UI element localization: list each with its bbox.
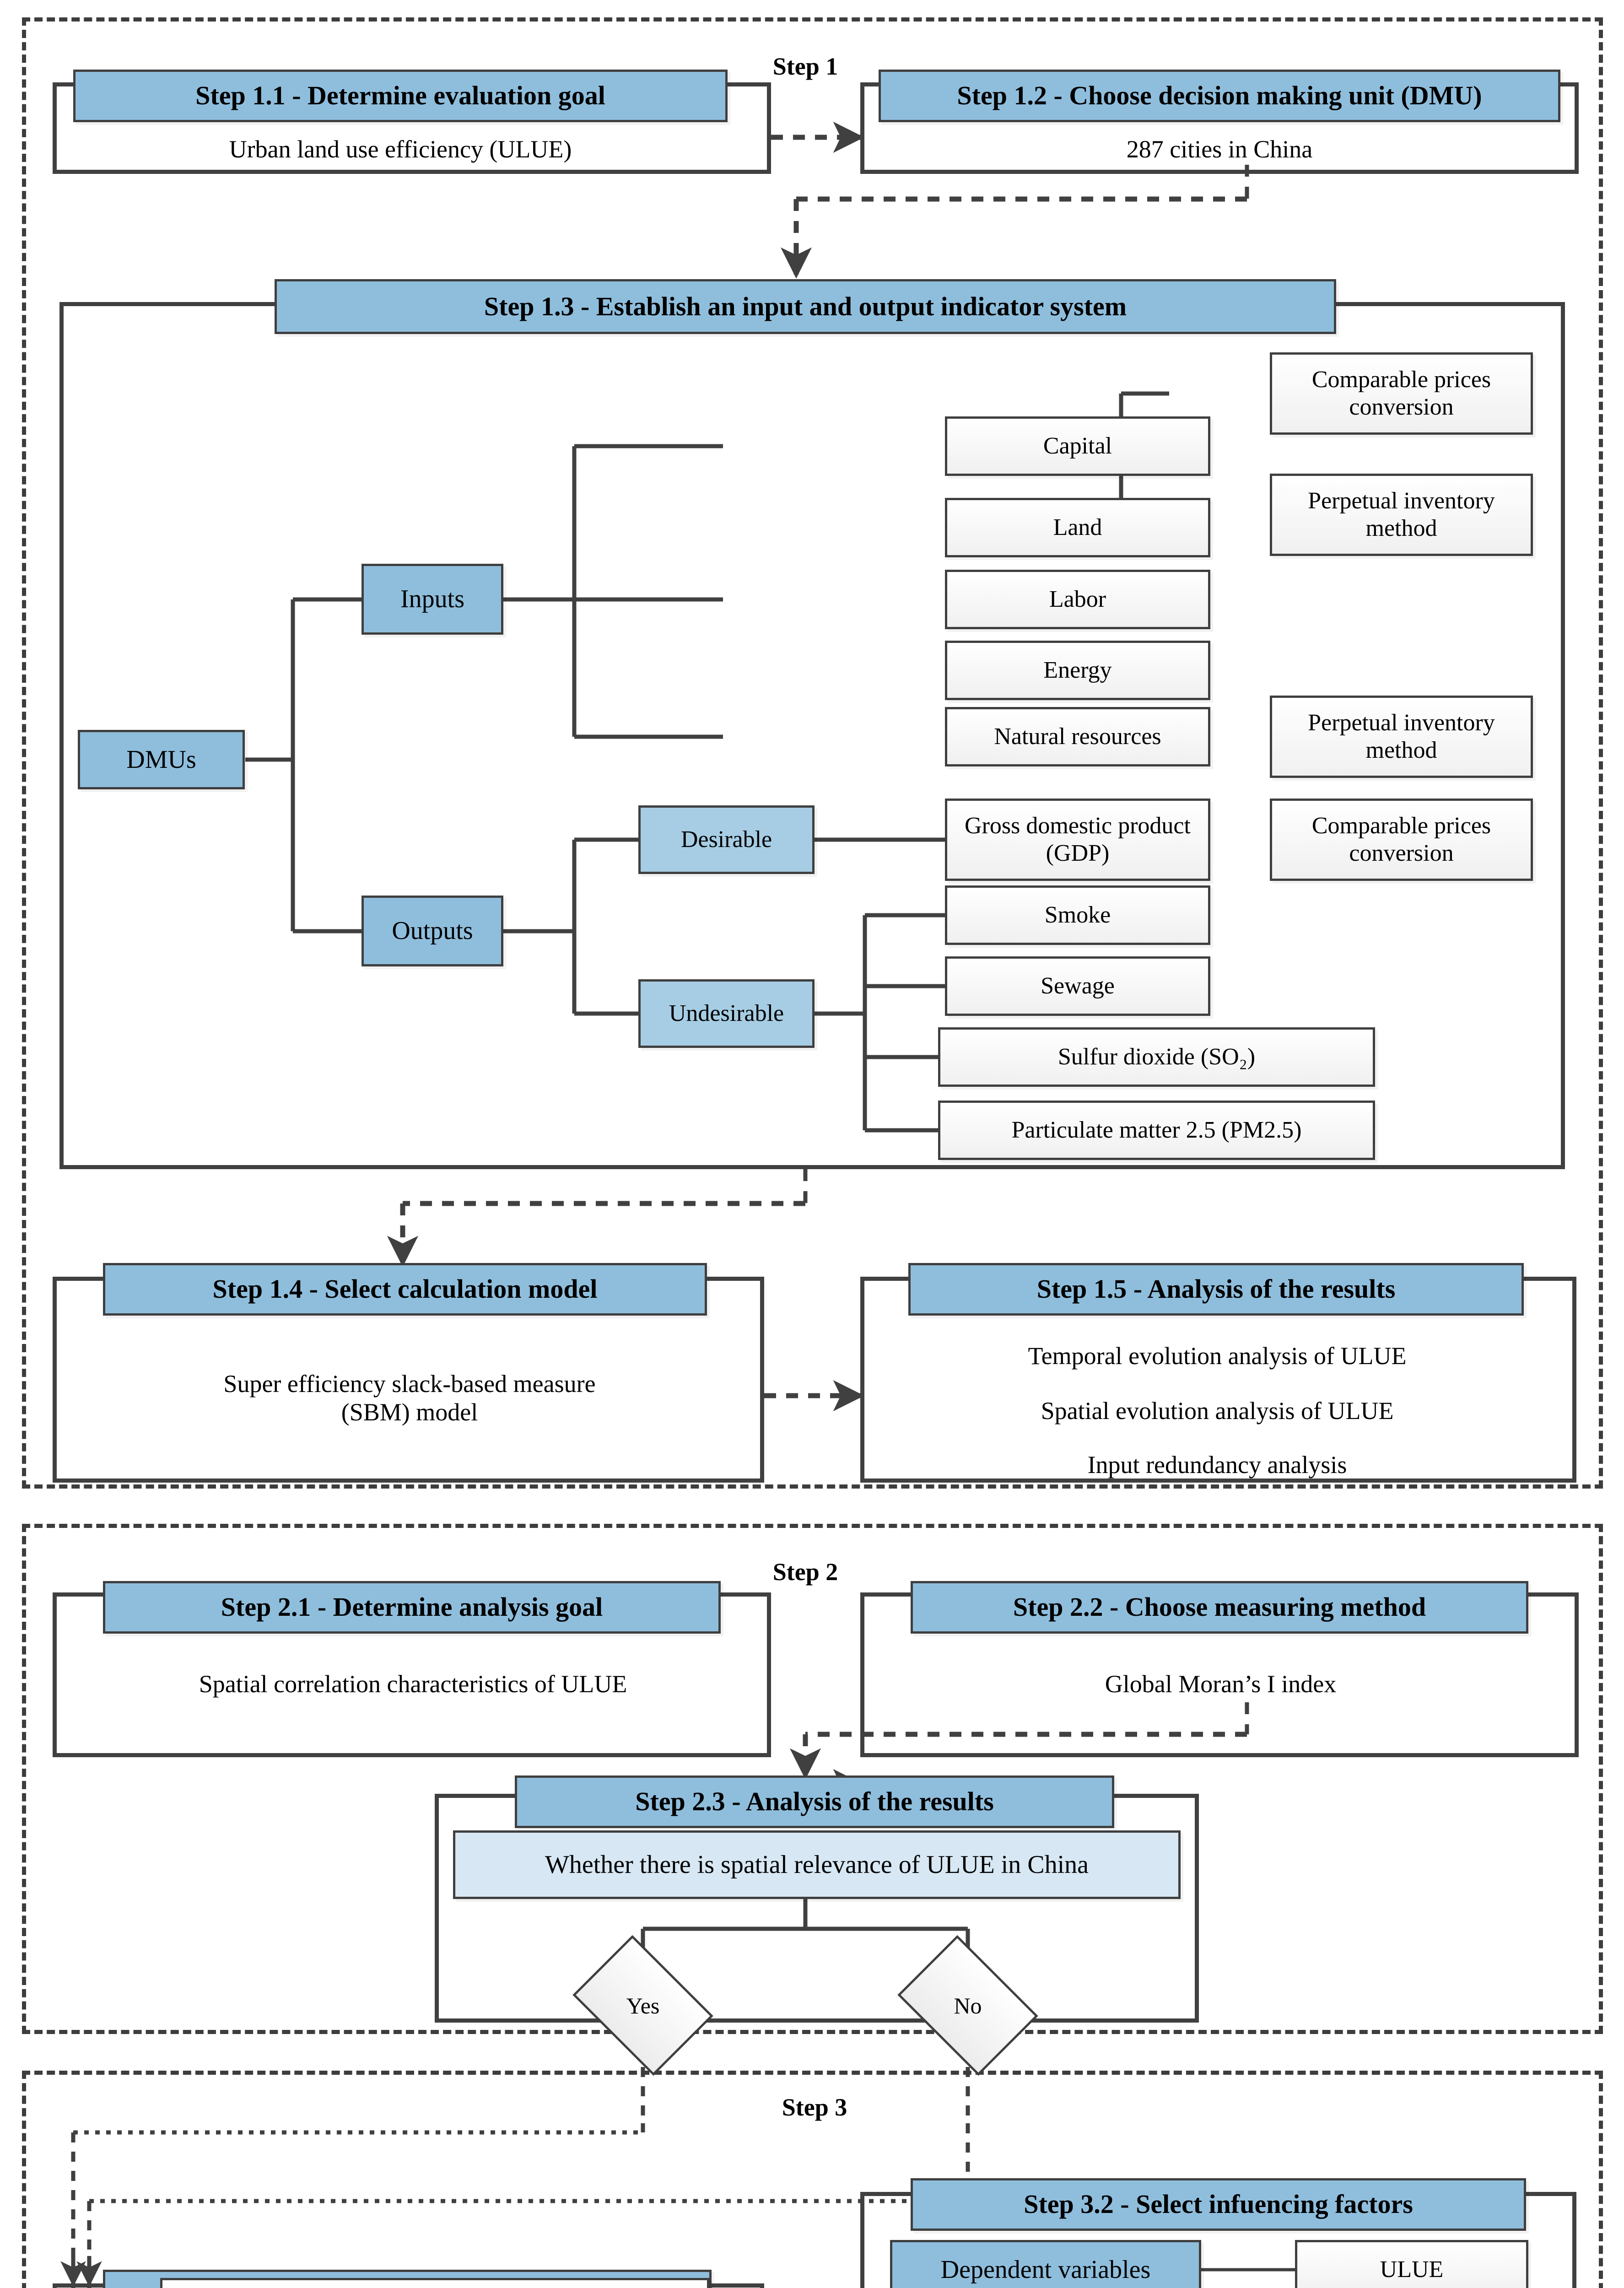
step-1-5-header[interactable]: Step 1.5 - Analysis of the results [908,1263,1524,1316]
tree-node-capital[interactable]: Capital [945,416,1210,476]
tree-node-particulate-matter[interactable]: Particulate matter 2.5 (PM2.5) [938,1101,1375,1160]
tree-node-inputs[interactable]: Inputs [361,564,503,635]
section-step-2 [22,1524,1603,2034]
method-capital-comparable-prices[interactable]: Comparable prices conversion [1270,352,1533,435]
tree-node-gdp[interactable]: Gross domestic product (GDP) [945,799,1210,881]
step-1-1-body: Urban land use efficiency (ULUE) [229,135,572,163]
step-1-5-line-2: Spatial evolution analysis of ULUE [1041,1397,1394,1425]
step-1-1-header[interactable]: Step 1.1 - Determine evaluation goal [73,70,728,122]
method-capital-perpetual-inventory[interactable]: Perpetual inventory method [1270,474,1533,556]
tree-node-sewage[interactable]: Sewage [945,956,1210,1016]
method-label: Comparable prices conversion [1311,367,1491,420]
step-1-4-body: Super efficiency slack-based measure (SB… [82,1361,737,1435]
step-1-3-header[interactable]: Step 1.3 - Establish an input and output… [275,279,1336,334]
tree-node-land[interactable]: Land [945,498,1210,557]
tree-node-outputs[interactable]: Outputs [361,896,503,966]
tree-node-desirable[interactable]: Desirable [638,805,815,874]
step-1-2-header[interactable]: Step 1.2 - Choose decision making unit (… [879,70,1560,122]
step-3-1-option-spatial[interactable]: Spatial econometric regression [160,2278,709,2288]
method-natural-resources-perpetual-inventory[interactable]: Perpetual inventory method [1270,696,1533,778]
tree-node-energy[interactable]: Energy [945,641,1210,700]
step-2-2-header[interactable]: Step 2.2 - Choose measuring method [911,1581,1528,1634]
tree-node-natural-resources[interactable]: Natural resources [945,707,1210,766]
step-2-label: Step 2 [772,1558,838,1586]
decision-yes[interactable]: Yes [572,1935,713,2076]
tree-node-dmus[interactable]: DMUs [78,730,245,789]
tree-node-sulfur-dioxide[interactable]: Sulfur dioxide (SO₂) [938,1027,1375,1087]
method-label: Comparable prices conversion [1311,813,1491,866]
step-2-1-header[interactable]: Step 2.1 - Determine analysis goal [103,1581,721,1634]
decision-no-label: No [954,1992,982,2018]
tree-node-smoke[interactable]: Smoke [945,885,1210,945]
step-3-2-header[interactable]: Step 3.2 - Select infuencing factors [911,2178,1526,2231]
method-label: Perpetual inventory method [1308,488,1495,541]
section-step-1 [22,17,1603,1489]
step-1-4-body-text: Super efficiency slack-based measure (SB… [223,1370,596,1426]
step-2-3-header[interactable]: Step 2.3 - Analysis of the results [515,1775,1114,1828]
step-1-label: Step 1 [772,52,838,80]
decision-yes-label: Yes [626,1992,660,2018]
method-label: Perpetual inventory method [1308,710,1495,763]
step-3-2-dependent-variables[interactable]: Dependent variables [890,2240,1201,2288]
method-gdp-comparable-prices[interactable]: Comparable prices conversion [1270,799,1533,881]
step-3-2-ulue[interactable]: ULUE [1295,2240,1528,2288]
step-1-4-header[interactable]: Step 1.4 - Select calculation model [103,1263,707,1316]
step-2-3-container [435,1794,1199,2023]
step-1-2-body: 287 cities in China [1126,135,1313,163]
step-2-3-question[interactable]: Whether there is spatial relevance of UL… [453,1830,1181,1899]
decision-no[interactable]: No [897,1935,1038,2076]
step-1-5-line-1: Temporal evolution analysis of ULUE [1028,1342,1407,1370]
step-1-5-line-3: Input redundancy analysis [1087,1451,1347,1479]
tree-node-labor[interactable]: Labor [945,570,1210,629]
gdp-label: Gross domestic product (GDP) [965,813,1191,866]
tree-node-undesirable[interactable]: Undesirable [638,979,815,1048]
step-3-label: Step 3 [782,2093,847,2121]
section-step-3 [22,2071,1603,2288]
step-2-1-body: Spatial correlation characteristics of U… [199,1670,627,1698]
step-2-2-body: Global Moran’s I index [1105,1670,1337,1698]
